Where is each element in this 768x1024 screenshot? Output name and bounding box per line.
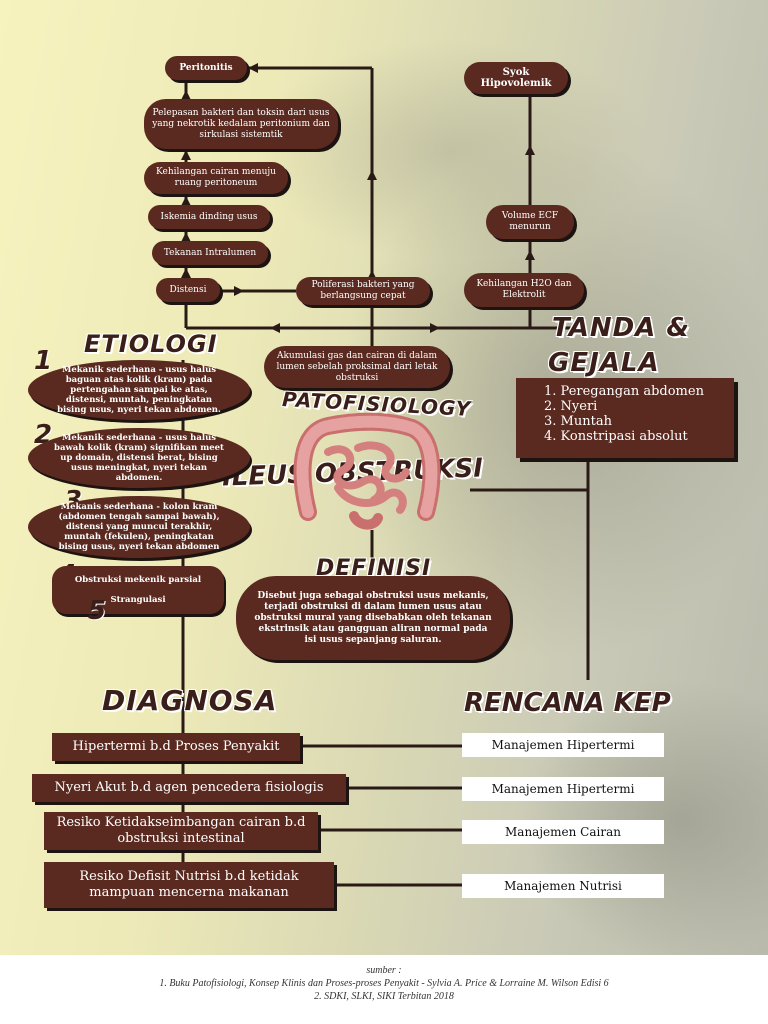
- intestine-icon: [288, 412, 444, 534]
- rencana-item-4: Manajemen Nutrisi: [462, 874, 664, 898]
- sumber-label: sumber :: [0, 964, 768, 977]
- proliferasi-node: Poliferasi bakteri yang berlangsung cepa…: [296, 277, 430, 305]
- peritonitis-node: Peritonitis: [165, 56, 247, 80]
- tekanan-node: Tekanan Intralumen: [152, 241, 268, 265]
- etiologi-item-4: Obstruksi mekenik parsial: [75, 575, 201, 585]
- diagnosa-item-2: Nyeri Akut b.d agen pencedera fisiologis: [32, 774, 346, 802]
- sumber-footer: sumber : 1. Buku Patofisiologi, Konsep K…: [0, 955, 768, 1024]
- sumber-line-2: 2. SDKI, SLKI, SIKI Terbitan 2018: [0, 990, 768, 1003]
- etiologi-items-4-5: Obstruksi mekenik parsial Strangulasi: [52, 566, 224, 614]
- definisi-text: Disebut juga sebagai obstruksi usus meka…: [236, 576, 510, 660]
- distensi-node: Distensi: [156, 278, 220, 302]
- diagnosa-item-4: Resiko Defisit Nutrisi b.d ketidak mampu…: [44, 862, 334, 908]
- etiologi-item-1: Mekanik sederhana - usus halus baguan at…: [28, 360, 250, 420]
- etiologi-heading: ETIOLOGI: [84, 330, 218, 358]
- tanda-gejala-list: 1. Peregangan abdomen 2. Nyeri 3. Muntah…: [516, 378, 734, 458]
- kehilangan-h2o-node: Kehilangan H2O dan Elektrolit: [464, 273, 584, 307]
- etiologi-num-5: 5: [88, 596, 106, 626]
- pelepasan-node: Pelepasan bakteri dan toksin dari usus y…: [144, 99, 338, 149]
- kehilangan-cairan-node: Kehilangan cairan menuju ruang peritoneu…: [144, 162, 288, 194]
- diagnosa-heading: DIAGNOSA: [102, 684, 277, 717]
- tanda-heading-line2: GEJALA: [548, 348, 660, 378]
- syok-node: Syok Hipovolemik: [464, 62, 568, 94]
- tanda-item-3: 3. Muntah: [544, 414, 734, 429]
- iskemia-node: Iskemia dinding usus: [148, 205, 270, 229]
- rencana-item-3: Manajemen Cairan: [462, 820, 664, 844]
- sumber-line-1: 1. Buku Patofisiologi, Konsep Klinis dan…: [0, 977, 768, 990]
- akumulasi-node: Akumulasi gas dan cairan di dalam lumen …: [264, 346, 450, 388]
- rencana-item-2: Manajemen Hipertermi: [462, 777, 664, 801]
- volume-ecf-node: Volume ECF menurun: [486, 205, 574, 239]
- etiologi-item-5: Strangulasi: [110, 595, 165, 605]
- diagnosa-item-1: Hipertermi b.d Proses Penyakit: [52, 733, 300, 761]
- rencana-item-1: Manajemen Hipertermi: [462, 733, 664, 757]
- tanda-item-2: 2. Nyeri: [544, 399, 734, 414]
- diagnosa-item-3: Resiko Ketidakseimbangan cairan b.d obst…: [44, 812, 318, 850]
- tanda-item-1: 1. Peregangan abdomen: [544, 384, 734, 399]
- tanda-heading-line1: TANDA &: [552, 313, 690, 343]
- tanda-item-4: 4. Konstripasi absolut: [544, 429, 734, 444]
- etiologi-item-2: Mekanik sederhana - usus halus bawah kol…: [28, 428, 250, 488]
- etiologi-item-3: Mekanis sederhana - kolon kram (abdomen …: [28, 496, 250, 558]
- rencana-heading: RENCANA KEP: [464, 688, 671, 718]
